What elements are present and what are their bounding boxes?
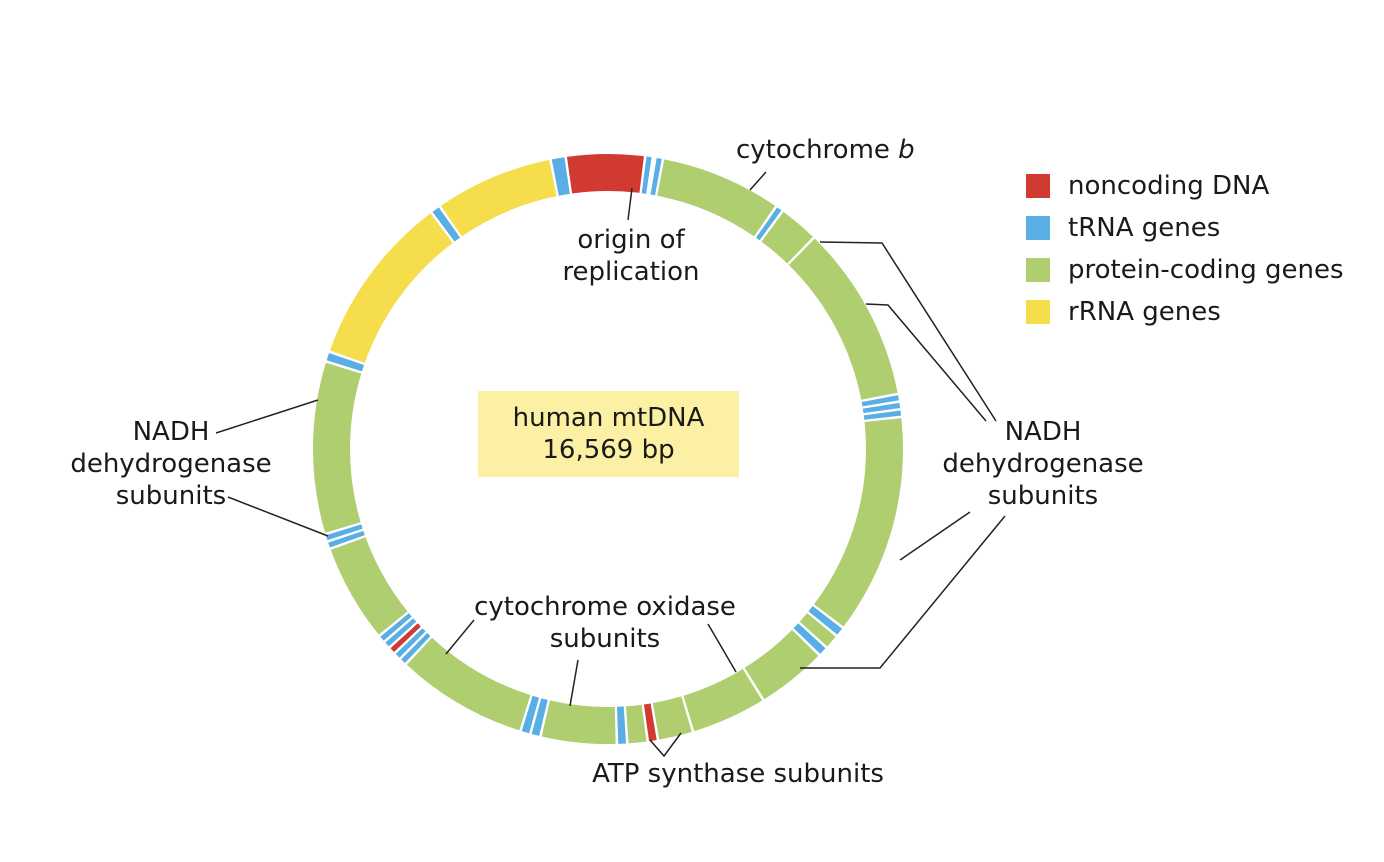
- noncoding-segment: [390, 623, 421, 653]
- trna-gene-segment: [641, 156, 652, 194]
- protein-coding-segment: [657, 159, 776, 237]
- trna-gene-segment: [551, 157, 570, 196]
- legend-label-protein-coding: protein-coding genes: [1068, 255, 1344, 285]
- label-cytochrome-b-text: cytochrome: [736, 135, 899, 165]
- legend-item-noncoding: noncoding DNA: [1026, 170, 1269, 202]
- legend-swatch-noncoding: [1026, 174, 1050, 198]
- trna-gene-segment: [432, 207, 461, 242]
- protein-coding-segment: [799, 613, 836, 647]
- leader-origin: [627, 187, 633, 221]
- protein-coding-segment: [541, 700, 616, 745]
- leader-nadh-right-4: [800, 515, 1006, 669]
- legend-swatch-trna: [1026, 216, 1050, 240]
- legend-swatch-protein-coding: [1026, 258, 1050, 282]
- leader-cox-3: [707, 623, 737, 673]
- trna-gene-segment: [395, 628, 426, 658]
- trna-gene-segment: [861, 395, 899, 407]
- leader-cytochrome-b: [749, 171, 767, 191]
- leader-lines: [215, 171, 1006, 758]
- label-nadh-right-line2: dehydrogenase: [942, 449, 1144, 479]
- leader-nadh-left-1: [215, 399, 319, 434]
- legend-item-trna: tRNA genes: [1026, 212, 1220, 244]
- trna-gene-segment: [326, 352, 365, 372]
- label-nadh-left: NADH dehydrogenase subunits: [56, 416, 286, 512]
- trna-gene-segment: [755, 207, 782, 241]
- legend-item-protein-coding: protein-coding genes: [1026, 254, 1344, 286]
- protein-coding-segment: [406, 637, 531, 731]
- genome-info-box: human mtDNA 16,569 bp: [478, 391, 739, 477]
- label-cytochrome-b: cytochrome b: [736, 134, 915, 166]
- trna-gene-segment: [863, 410, 902, 420]
- protein-coding-segment: [330, 537, 408, 635]
- protein-coding-segment: [788, 238, 898, 400]
- label-nadh-left-line2: dehydrogenase: [70, 449, 272, 479]
- label-cytochrome-b-italic: b: [898, 135, 915, 165]
- protein-coding-segment: [313, 362, 362, 533]
- legend-item-rrna: rRNA genes: [1026, 296, 1221, 328]
- noncoding-segment: [566, 154, 644, 194]
- trna-gene-segment: [793, 623, 826, 654]
- protein-coding-segment: [761, 211, 813, 264]
- legend-swatch-rrna: [1026, 300, 1050, 324]
- label-nadh-right-line3: subunits: [987, 481, 1099, 511]
- legend-label-noncoding: noncoding DNA: [1068, 171, 1270, 201]
- genome-segments: [313, 154, 903, 745]
- protein-coding-segment: [744, 629, 819, 700]
- rrna-gene-segment: [440, 159, 557, 237]
- legend-label-trna: tRNA genes: [1068, 213, 1221, 243]
- label-atp-synthase: ATP synthase subunits: [580, 758, 896, 790]
- trna-gene-segment: [531, 698, 548, 736]
- protein-coding-segment: [683, 668, 763, 732]
- label-nadh-right: NADH dehydrogenase subunits: [928, 416, 1158, 512]
- rrna-gene-segment: [329, 213, 453, 363]
- genome-title: human mtDNA: [512, 403, 705, 433]
- trna-gene-segment: [401, 633, 431, 663]
- leader-nadh-right-2: [865, 303, 987, 422]
- label-nadh-right-line1: NADH: [1004, 417, 1082, 447]
- label-atp-text: ATP synthase subunits: [592, 759, 884, 789]
- label-cytochrome-oxidase: cytochrome oxidase subunits: [452, 591, 758, 655]
- protein-coding-segment: [626, 704, 647, 744]
- trna-gene-segment: [385, 618, 417, 647]
- label-nadh-left-line3: subunits: [115, 481, 227, 511]
- trna-gene-segment: [325, 524, 363, 541]
- trna-gene-segment: [808, 606, 843, 635]
- protein-coding-segment: [652, 696, 692, 740]
- label-cox-line1: cytochrome oxidase: [474, 592, 736, 622]
- leader-cox-2: [569, 659, 579, 707]
- genome-size: 16,569 bp: [542, 435, 675, 465]
- trna-gene-segment: [650, 158, 662, 196]
- trna-gene-segment: [328, 530, 365, 548]
- label-origin-line1: origin of: [577, 225, 685, 255]
- trna-gene-segment: [862, 402, 901, 414]
- legend-label-rrna: rRNA genes: [1068, 297, 1221, 327]
- leader-nadh-right-1: [819, 241, 997, 422]
- trna-gene-segment: [380, 613, 412, 641]
- label-cox-line2: subunits: [549, 624, 661, 654]
- label-origin-line2: replication: [562, 257, 700, 287]
- leader-nadh-left-2: [227, 496, 329, 537]
- label-origin-of-replication: origin of replication: [546, 224, 716, 288]
- protein-coding-segment: [814, 418, 903, 627]
- leader-atp: [649, 732, 682, 758]
- label-nadh-left-line1: NADH: [132, 417, 210, 447]
- trna-gene-segment: [617, 706, 627, 744]
- noncoding-segment: [643, 703, 657, 742]
- leader-nadh-right-3: [899, 511, 971, 561]
- leader-cox-1: [445, 619, 475, 655]
- trna-gene-segment: [521, 695, 540, 734]
